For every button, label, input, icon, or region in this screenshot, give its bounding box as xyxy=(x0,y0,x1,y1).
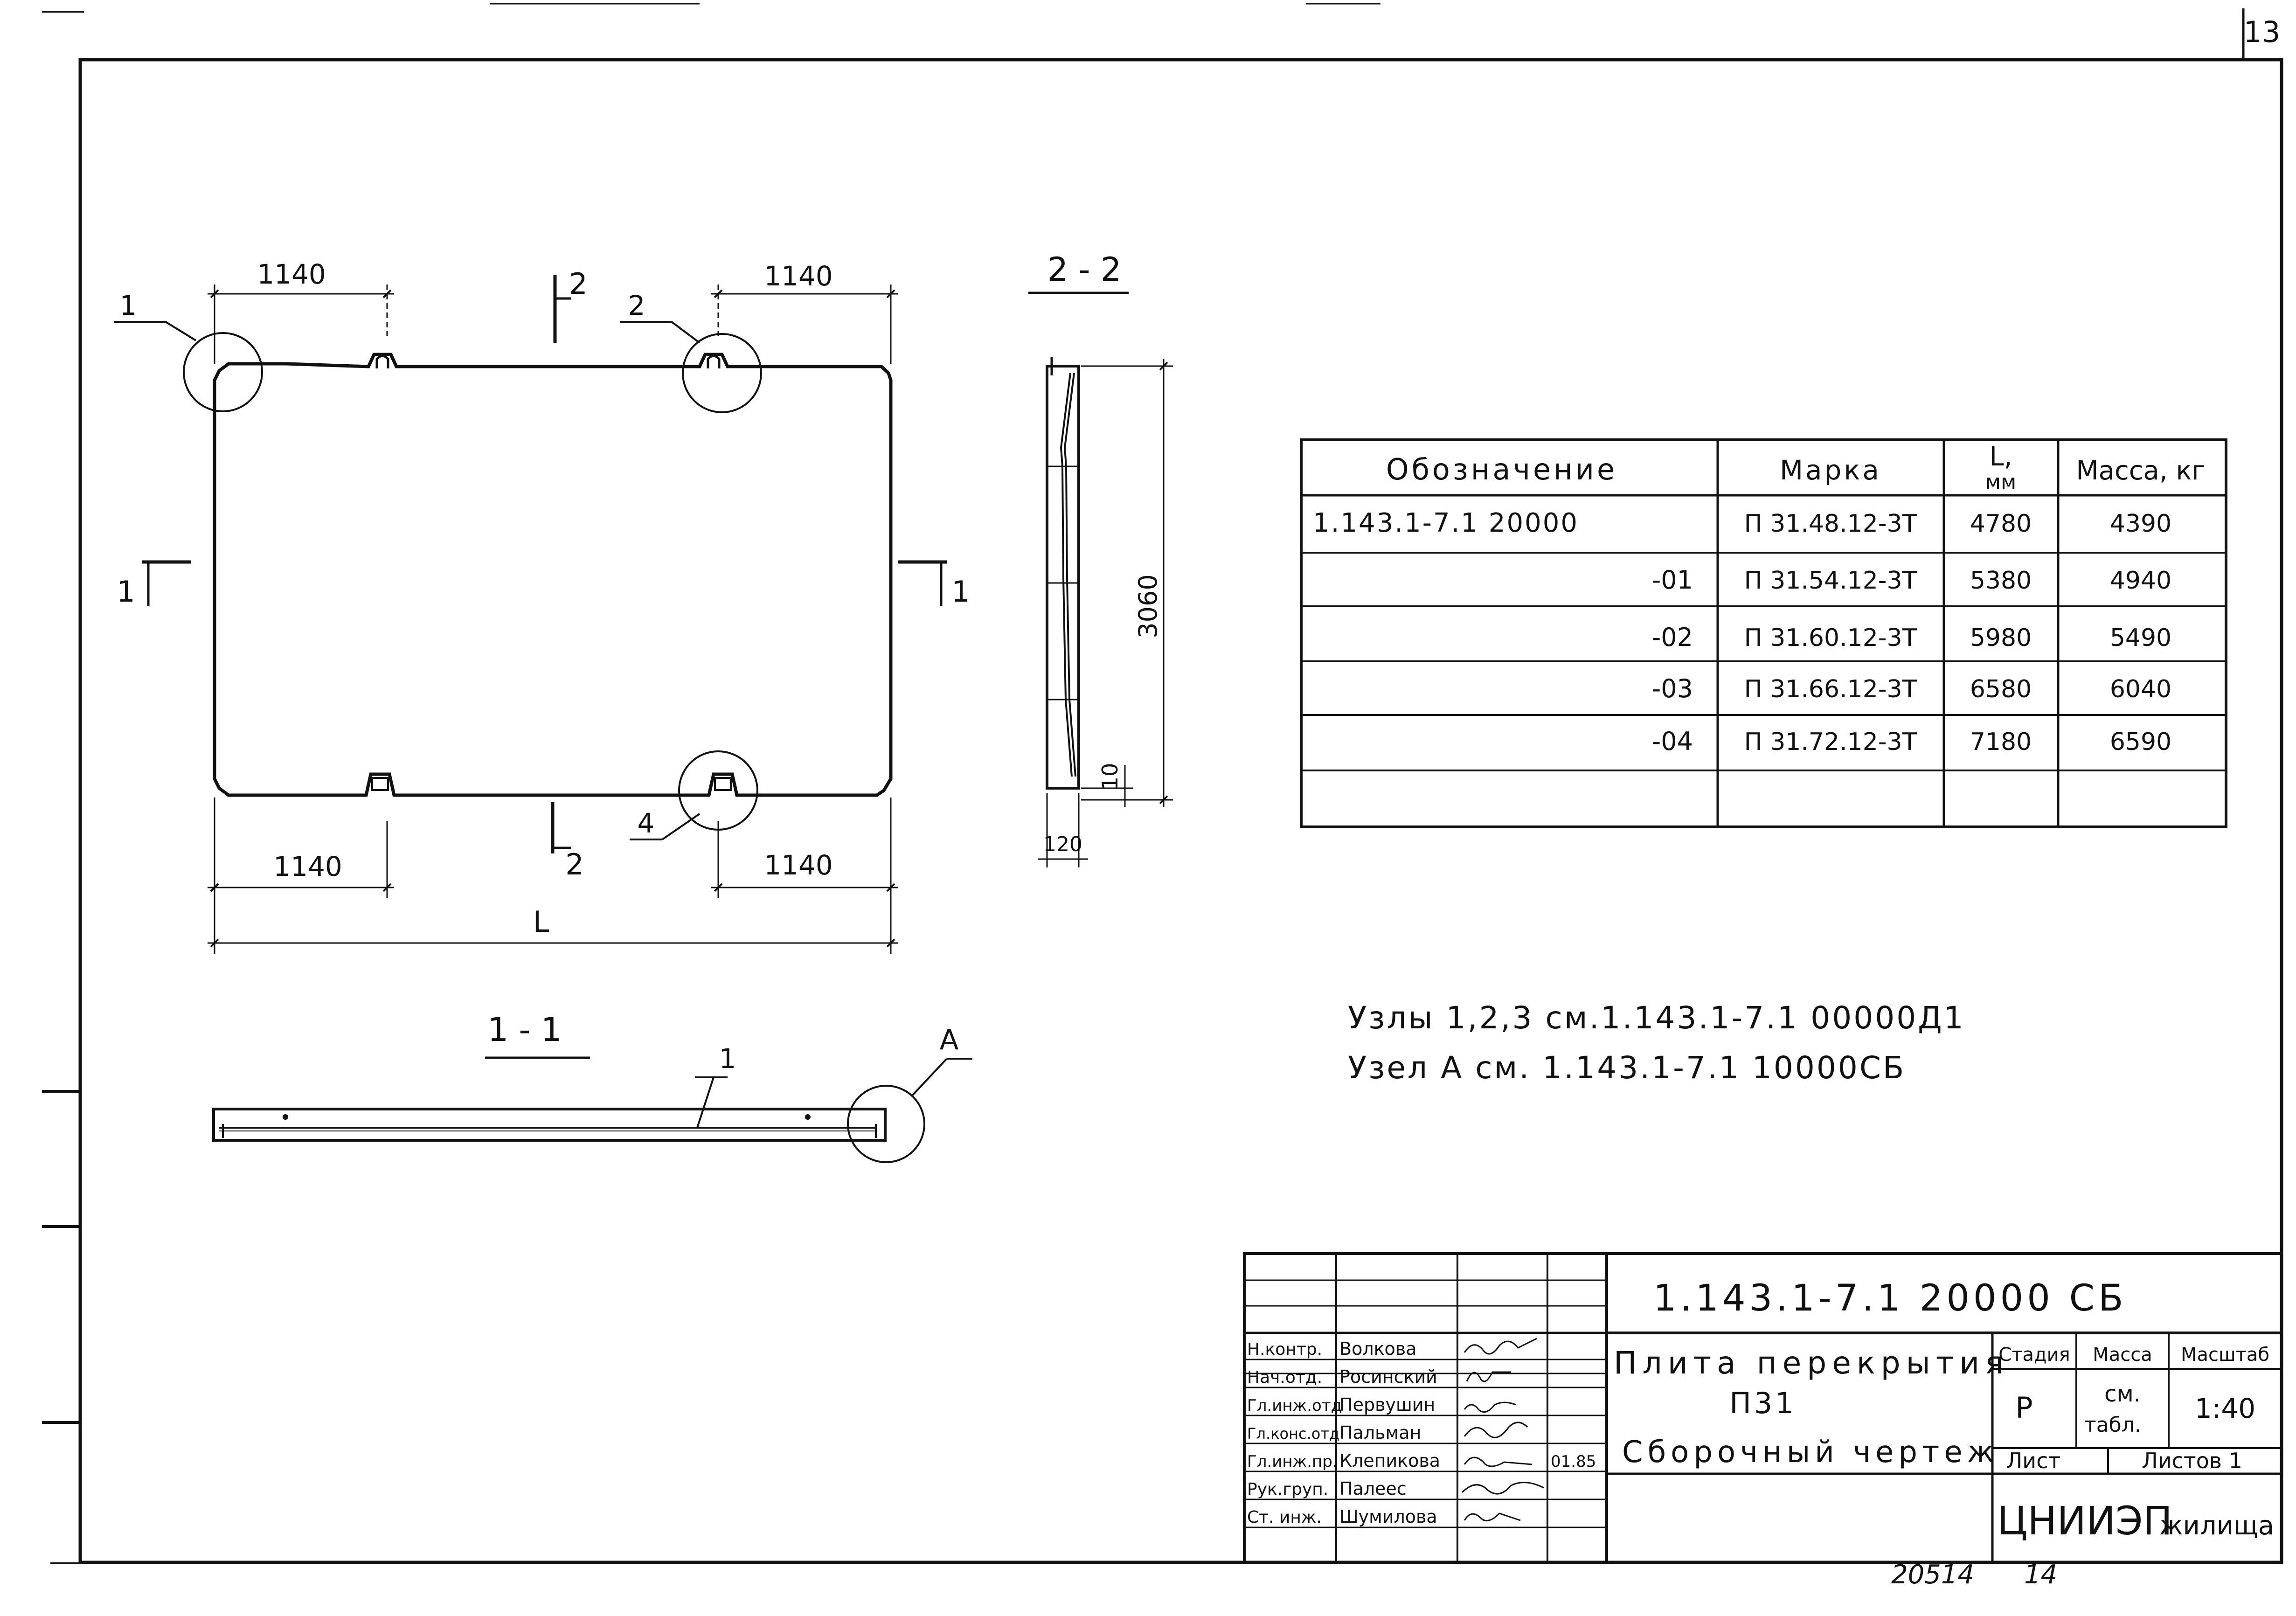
table-cell-mark: П 31.60.12-3Т xyxy=(1744,624,1917,652)
role-label: Н.контр. xyxy=(1247,1340,1322,1359)
table-cell-designation: -03 xyxy=(1652,674,1693,703)
role-date: 01.85 xyxy=(1551,1452,1596,1471)
mass-value-2: табл. xyxy=(2084,1413,2141,1437)
role-label: Нач.отд. xyxy=(1247,1368,1322,1387)
dim-bottom-right: 1140 xyxy=(764,849,833,881)
dim-top-left: 1140 xyxy=(257,258,326,290)
table-header-mass: Масса, кг xyxy=(2076,456,2205,486)
dim-bottom-left: 1140 xyxy=(273,851,342,882)
mass-value-1: см. xyxy=(2104,1381,2141,1407)
role-label: Рук.груп. xyxy=(1247,1480,1328,1499)
footer-page: 14 xyxy=(2024,1560,2057,1590)
dim-top-right: 1140 xyxy=(764,260,833,292)
role-name: Волкова xyxy=(1339,1339,1417,1359)
scale-label: Масштаб xyxy=(2181,1344,2269,1366)
org-suffix: жилища xyxy=(2159,1511,2274,1541)
section-marker-2-bottom: 2 xyxy=(565,847,583,881)
table-cell-mark: П 31.54.12-3Т xyxy=(1744,567,1917,595)
title-line-2: П31 xyxy=(1729,1386,1797,1420)
role-label: Ст. инж. xyxy=(1247,1508,1322,1527)
footer-inventory: 20514 xyxy=(1891,1560,1974,1590)
table-row: 1.143.1-7.1 20000 П 31.48.12-3Т 4780 439… xyxy=(1313,508,2171,538)
table-cell-mass: 4940 xyxy=(2110,567,2171,595)
table-cell-designation: 1.143.1-7.1 20000 xyxy=(1313,508,1579,538)
section-2-2-small-dim: 10 xyxy=(1097,763,1123,791)
note-line-1: Узлы 1,2,3 см.1.143.1-7.1 00000Д1 xyxy=(1348,1000,1965,1036)
table-cell-designation: -04 xyxy=(1652,727,1693,756)
note-line-2: Узел А см. 1.143.1-7.1 10000СБ xyxy=(1348,1050,1906,1086)
section-1-1-callout-A: A xyxy=(939,1024,958,1056)
table-cell-length: 6580 xyxy=(1970,675,2032,703)
section-2-2-title: 2 - 2 xyxy=(1047,250,1122,289)
section-2-2-view: 2 - 2 3060 10 120 xyxy=(1028,250,1173,867)
table-cell-length: 4780 xyxy=(1970,510,2032,538)
plan-dimensions: 1140 1140 1140 1140 L xyxy=(208,258,898,954)
table-header-designation: Обозначение xyxy=(1386,452,1617,486)
title-doc-code: 1.143.1-7.1 20000 СБ xyxy=(1653,1277,2127,1319)
table-row: -03 П 31.66.12-3Т 6580 6040 xyxy=(1652,674,2171,703)
section-2-2-width-dim: 120 xyxy=(1043,832,1082,856)
role-name: Шумилова xyxy=(1339,1506,1437,1527)
table-header-length-unit: мм xyxy=(1985,470,2016,494)
section-2-2-height-dim: 3060 xyxy=(1133,574,1163,638)
scale-value: 1:40 xyxy=(2195,1393,2255,1424)
role-label: Гл.инж.отд xyxy=(1247,1396,1342,1415)
table-cell-designation: -01 xyxy=(1652,565,1693,595)
table-cell-designation: -02 xyxy=(1652,623,1693,652)
role-name: Первушин xyxy=(1339,1394,1435,1415)
role-label: Гл.инж.пр. xyxy=(1247,1452,1338,1471)
table-cell-length: 5380 xyxy=(1970,567,2032,595)
table-cell-length: 5980 xyxy=(1970,624,2032,652)
org-name: ЦНИИЭП xyxy=(1997,1498,2172,1544)
plan-callout-2: 2 xyxy=(628,290,645,321)
stage-label: Стадия xyxy=(1998,1344,2070,1366)
title-block: 1.143.1-7.1 20000 СБ Н.контр. Волкова На… xyxy=(1243,1252,2283,1564)
role-name: Росинский xyxy=(1339,1366,1437,1387)
table-row: -01 П 31.54.12-3Т 5380 4940 xyxy=(1652,565,2171,595)
table-cell-mass: 6590 xyxy=(2110,728,2171,756)
table-row: -02 П 31.60.12-3Т 5980 5490 xyxy=(1652,623,2171,652)
table-cell-mass: 4390 xyxy=(2110,510,2171,538)
title-line-3: Сборочный чертеж xyxy=(1622,1435,1998,1470)
table-cell-length: 7180 xyxy=(1970,728,2032,756)
section-1-1-view: 1 - 1 1 A xyxy=(212,1011,972,1163)
stage-value: Р xyxy=(2015,1391,2032,1425)
role-name: Клепикова xyxy=(1339,1450,1440,1471)
table-cell-mass: 5490 xyxy=(2110,624,2171,652)
slab-plan-view: 1 2 4 2 2 1 1 xyxy=(114,267,970,881)
table-cell-mass: 6040 xyxy=(2110,675,2171,703)
section-1-1-title: 1 - 1 xyxy=(488,1011,562,1049)
role-name: Палеес xyxy=(1339,1478,1407,1499)
plan-callout-1: 1 xyxy=(120,290,137,321)
section-marker-1-left: 1 xyxy=(117,575,135,609)
sheet-label: Лист xyxy=(2006,1448,2061,1473)
plan-callout-4: 4 xyxy=(638,807,655,839)
spec-table: Обозначение Марка L, мм Масса, кг 1.143.… xyxy=(1300,438,2227,828)
table-header-length: L, xyxy=(1990,442,2012,472)
sheet-number-box: 13 xyxy=(2242,8,2281,60)
table-cell-mark: П 31.48.12-3Т xyxy=(1744,510,1917,538)
table-cell-mark: П 31.72.12-3Т xyxy=(1744,728,1917,756)
role-name: Пальман xyxy=(1339,1422,1421,1443)
table-row: -04 П 31.72.12-3Т 7180 6590 xyxy=(1652,727,2171,756)
footer: 20514 14 xyxy=(1891,1560,2057,1590)
table-header-mark: Марка xyxy=(1780,454,1881,486)
section-marker-1-right: 1 xyxy=(951,575,970,609)
role-label: Гл.конс.отд xyxy=(1247,1425,1339,1443)
section-marker-2-top: 2 xyxy=(569,267,587,301)
table-cell-mark: П 31.66.12-3Т xyxy=(1744,675,1917,703)
title-line-1: Плита перекрытия xyxy=(1614,1345,2009,1381)
signatures xyxy=(1461,1338,1544,1522)
sheets-label: Листов 1 xyxy=(2142,1448,2242,1473)
sheet-frame xyxy=(42,3,2283,1564)
sheet-number: 13 xyxy=(2244,15,2281,49)
mass-label: Масса xyxy=(2093,1344,2152,1366)
section-1-1-callout-1: 1 xyxy=(719,1043,736,1075)
notes: Узлы 1,2,3 см.1.143.1-7.1 00000Д1 Узел А… xyxy=(1348,1000,1965,1086)
dim-length-L: L xyxy=(533,905,549,939)
